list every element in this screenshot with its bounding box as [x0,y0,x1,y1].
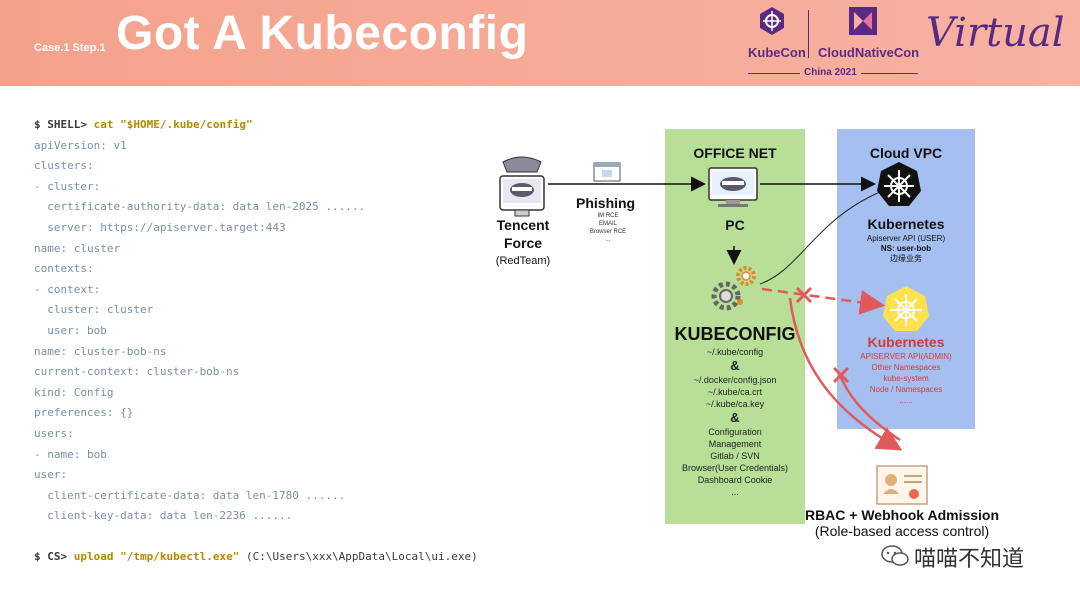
code-line: certificate-authority-data: data len-202… [34,200,366,214]
credential-source: Management [708,439,762,449]
shell-command: cat [93,118,114,131]
k8s-admin-line: kube-system [883,374,929,383]
cloud-vpc-title: Cloud VPC [869,145,943,161]
phishing-item: EMAIL [598,221,617,227]
gears-to-rbac-arrow [788,297,903,451]
code-line: - context: [34,282,101,296]
china-label: China 2021 [800,67,861,78]
kubeconfig-path: ~/.kube/config [706,347,764,357]
k8s-admin-title: Kubernetes [867,334,945,350]
upload-command-line: $ CS> upload "/tmp/kubectl.exe" (C:\User… [34,550,478,571]
code-line: cluster: cluster [34,303,154,317]
kubeconfig-file: ~/.kube/ca.crt [707,387,763,397]
redteam-name-line2: Force [503,235,543,251]
kubeconfig-code-block: $ SHELL> cat "$HOME/.kube/config" apiVer… [34,118,478,571]
rbac-title: RBAC + Webhook Admission [804,507,1000,523]
code-line: client-certificate-data: data len-1780 .… [34,488,346,502]
code-line: kind: Config [34,385,114,399]
code-line: user: bob [34,323,107,337]
kubernetes-admin-icon [883,286,929,331]
blocked-x-icon [795,286,813,304]
blocked-admin-arrow [761,287,885,315]
upload-target: (C:\Users\xxx\AppData\Local\ui.exe) [245,550,478,564]
kubeconfig-file: ~/.kube/ca.key [705,399,765,409]
pc-label: PC [725,217,745,233]
kubeconfig-gears-icon [711,266,756,311]
credential-source: Browser(User Credentials) [681,463,789,473]
virtual-label: Virtual [926,10,1065,56]
kubeconfig-title: KUBECONFIG [674,324,796,344]
code-line: server: https://apiserver.target:443 [34,220,286,234]
phishing-item: ... [605,237,611,243]
shell-argument: "$HOME/.kube/config" [120,118,253,131]
step-label: Case.1 Step.1 [34,42,106,54]
code-line: - cluster: [34,179,101,193]
code-line: user: [34,468,68,482]
ampersand-2: & [730,410,740,425]
code-line: - name: bob [34,447,107,461]
cloudnativecon-label: CloudNativeCon [818,45,920,60]
cs-prompt: $ CS> [34,550,68,564]
k8s-admin-line: Node / Namespaces [869,385,943,394]
code-line: users: [34,426,74,440]
slide-title: Got A Kubeconfig [116,7,529,60]
logo-divider [808,10,809,58]
kubernetes-user-icon [877,162,921,206]
ampersand-1: & [730,358,740,373]
phishing-email-icon [593,162,621,182]
code-line: clusters: [34,159,94,173]
blocked-rbac-x-icon [832,366,850,384]
wechat-icon [881,545,909,566]
office-net-title: OFFICE NET [693,145,777,161]
k8s-admin-line: Other Namespaces [871,363,941,372]
rbac-return-curve [838,374,901,442]
code-line: name: cluster-bob-ns [34,344,167,358]
kubecon-label: KubeCon [748,45,806,60]
credential-source: Gitlab / SVN [710,451,760,461]
shell-prompt: $ SHELL> [34,118,87,131]
shell-command-line: $ SHELL> cat "$HOME/.kube/config" [34,118,478,139]
k8s-user-title: Kubernetes [867,216,945,232]
code-line: preferences: {} [34,406,134,420]
k8s-user-api: Apiserver API (USER) [866,234,946,243]
redteam-sub: (RedTeam) [495,255,551,267]
code-line: current-context: cluster-bob-ns [34,365,240,379]
cloudnativecon-logo-icon [849,7,877,35]
k8s-user-business: 边缘业务 [890,254,922,263]
code-line: contexts: [34,262,94,276]
kubeconfig-file-list: ~/.kube/config & ~/.docker/config.json ~… [665,346,805,498]
upload-source: "/tmp/kubectl.exe" [120,550,240,564]
code-line: apiVersion: v1 [34,138,127,152]
redteam-hacker-icon [499,156,545,217]
k8s-admin-line: ...... [899,396,913,405]
k8s-admin-line: APISERVER API(ADMIN) [860,352,952,361]
rbac-subtitle: (Role-based access control) [814,523,990,539]
code-line: client-key-data: data len-2236 ...... [34,509,293,523]
gears-to-k8s-curve [759,191,881,285]
watermark-text: 喵喵不知道 [914,546,1025,571]
rbac-certificate-icon [876,465,928,505]
phishing-label: Phishing [576,195,636,211]
kubeconfig-file: ~/.docker/config.json [693,375,777,385]
phishing-items: IM RCE EMAIL Browser RCE ... [580,212,636,244]
redteam-label: Tencent Force (RedTeam) [486,216,560,270]
k8s-user-details: Apiserver API (USER) NS: user-bob 边缘业务 [837,234,975,264]
redteam-name-line1: Tencent [496,217,550,233]
k8s-user-namespace: NS: user-bob [880,244,932,253]
slide-header: Case.1 Step.1 Got A Kubeconfig KubeCon C… [0,0,1080,86]
credential-source: Dashboard Cookie [697,475,773,485]
code-line: name: cluster [34,241,121,255]
credential-source: Configuration [708,427,762,437]
credential-source: ... [731,487,739,497]
k8s-admin-details: APISERVER API(ADMIN) Other Namespaces ku… [837,351,975,406]
phishing-item: Browser RCE [589,229,627,235]
phishing-item: IM RCE [597,213,619,219]
kubecon-logo-icon [760,7,784,35]
upload-command: upload [73,550,114,564]
pc-hacker-icon [708,167,758,207]
